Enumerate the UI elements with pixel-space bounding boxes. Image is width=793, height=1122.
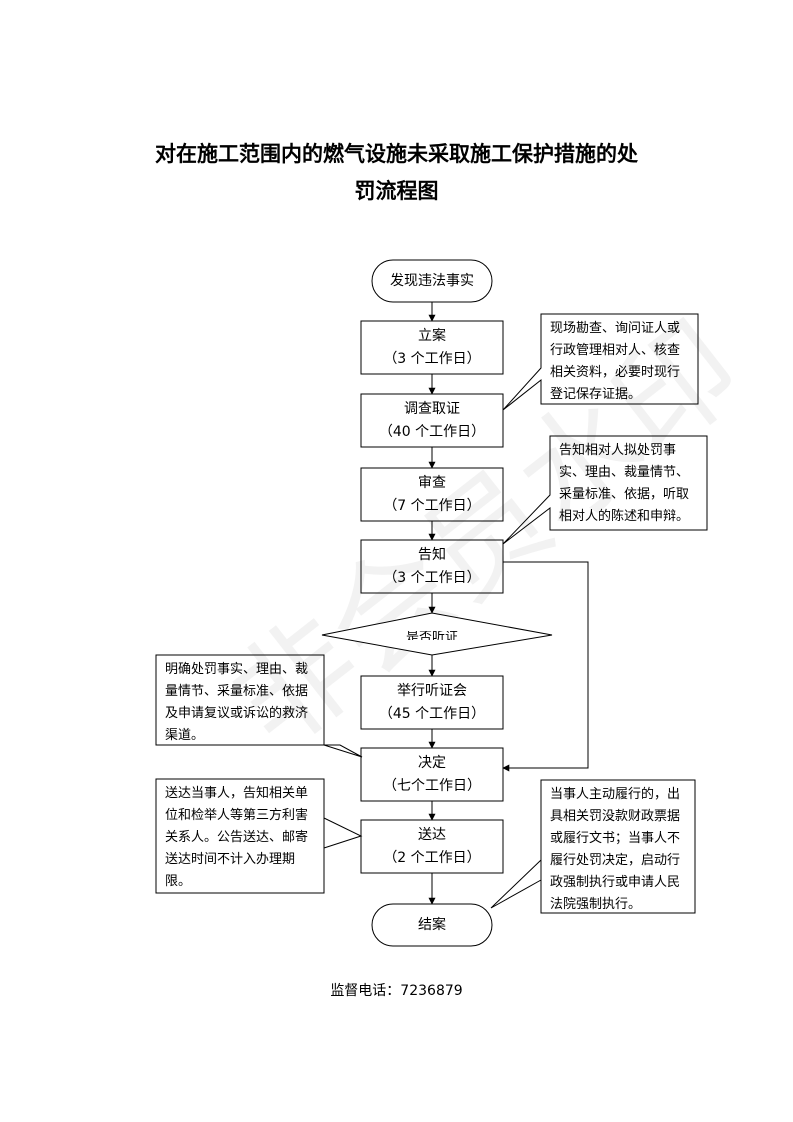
step-delivery-label: 送达 xyxy=(418,826,446,843)
step-filing-days: （3 个工作日） xyxy=(383,350,481,367)
step-review-days: （7 个工作日） xyxy=(383,497,481,514)
note-closure: 当事人主动履行的，出具相关罚没款财政票据或履行文书；当事人不履行处罚决定，启动行… xyxy=(550,787,681,912)
step-investigation-days: （40 个工作日） xyxy=(378,423,486,440)
note-notification: 告知相对人拟处罚事实、理由、裁量情节、采量标准、依据，听取相对人的陈述和申辩。 xyxy=(559,443,690,524)
start-label: 发现违法事实 xyxy=(390,272,474,289)
step-delivery-days: （2 个工作日） xyxy=(383,849,481,866)
step-filing: 立案 （3 个工作日） xyxy=(361,321,503,374)
supervision-phone: 监督电话：7236879 xyxy=(330,983,463,999)
end-terminal: 结案 xyxy=(372,904,492,946)
note-investigation: 现场勘查、询问证人或行政管理相对人、核查相关资料，必要时现行登记保存证据。 xyxy=(550,321,681,402)
step-notification: 告知 （3 个工作日） xyxy=(361,540,503,593)
page-title-line-1: 对在施工范围内的燃气设施未采取施工保护措施的处 xyxy=(155,142,638,166)
step-notification-label: 告知 xyxy=(418,546,446,563)
step-decision: 决定 （七个工作日） xyxy=(361,748,503,801)
note-shape-investigation xyxy=(502,313,699,411)
page-title-line-2: 罚流程图 xyxy=(354,179,439,203)
step-investigation-label: 调查取证 xyxy=(404,400,460,417)
step-filing-label: 立案 xyxy=(418,327,446,344)
decision-label: 是否听证 xyxy=(405,631,458,640)
step-notification-days: （3 个工作日） xyxy=(383,569,481,586)
step-review: 审查 （7 个工作日） xyxy=(361,468,503,521)
step-hearing-days: （45 个工作日） xyxy=(378,705,486,722)
step-review-label: 审查 xyxy=(418,474,446,491)
step-hearing: 举行听证会 （45 个工作日） xyxy=(361,676,503,729)
decision-diamond-shape xyxy=(321,612,553,656)
step-decision-days: （七个工作日） xyxy=(383,777,481,794)
step-delivery: 送达 （2 个工作日） xyxy=(361,820,503,873)
note-decision: 明确处罚事实、理由、裁量情节、采量标准、依据及申请复议或诉讼的救济渠道。 xyxy=(165,662,309,743)
step-hearing-label: 举行听证会 xyxy=(397,682,467,699)
end-label: 结案 xyxy=(418,916,446,933)
note-shape-delivery xyxy=(155,778,363,894)
note-shape-closure xyxy=(490,779,696,914)
note-delivery: 送达当事人，告知相关单位和检举人等第三方利害关系人。公告送达、邮寄送达时间不计入… xyxy=(165,786,309,889)
note-shape-notification xyxy=(502,435,708,545)
step-decision-label: 决定 xyxy=(418,754,446,771)
note-shape-decision xyxy=(155,654,363,758)
step-investigation: 调查取证 （40 个工作日） xyxy=(361,394,503,447)
start-terminal: 发现违法事实 xyxy=(372,260,492,302)
